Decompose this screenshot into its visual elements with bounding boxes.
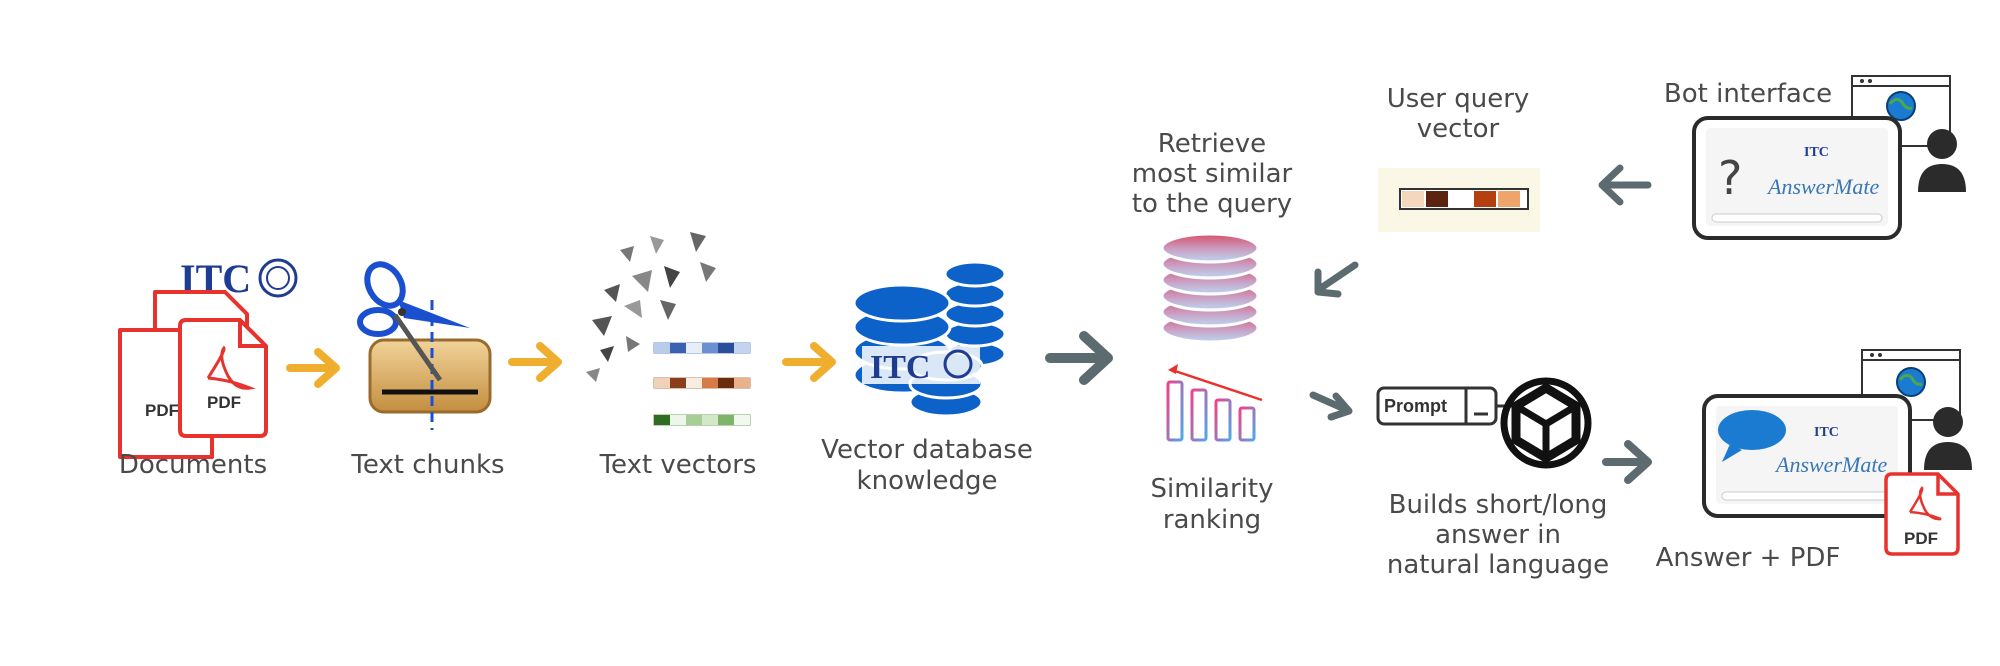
arrow-right-icon (286, 348, 340, 388)
question-mark-icon: ? (1718, 151, 1742, 205)
itc-logo: ITC (1814, 425, 1839, 440)
builds-label-line1: Builds short/long (1389, 490, 1608, 520)
user-icon (1924, 407, 1972, 470)
itc-logo: ITC (1804, 145, 1829, 160)
arrow-right-icon (508, 342, 562, 382)
prompt-box-icon: Prompt (1376, 386, 1516, 426)
arrow-right-icon (782, 342, 836, 382)
openai-logo-icon (1500, 377, 1592, 469)
arrow-right-icon (1602, 440, 1652, 484)
pdf-icon: PDF (178, 318, 268, 438)
arrow-down-left-icon (1314, 261, 1359, 298)
similarity-label-line2: ranking (1163, 505, 1261, 535)
speech-bubble-icon (1718, 410, 1786, 462)
documents-label: Documents (119, 450, 267, 480)
similarity-label-line1: Similarity (1151, 474, 1274, 504)
arrow-left-icon (1598, 164, 1652, 206)
answermate-logo: AnswerMate (1766, 174, 1879, 199)
text-chunks-label: Text chunks (350, 450, 504, 480)
chat-input[interactable] (1721, 491, 1893, 501)
ilo-emblem-icon (258, 258, 298, 298)
ranking-chart-icon (1166, 364, 1263, 442)
retrieve-label-line1: Retrieve (1158, 129, 1266, 159)
ilo-emblem-icon (943, 349, 973, 379)
svg-text:PDF: PDF (207, 393, 241, 412)
tablet-answer-window: ITC AnswerMate (1702, 394, 1912, 518)
vector-bar-icon (653, 414, 751, 426)
svg-text:PDF: PDF (1904, 529, 1938, 548)
user-query-label-line1: User query (1387, 84, 1530, 114)
vector-db-label-line1: Vector database (821, 435, 1033, 465)
text-vectors-label: Text vectors (599, 450, 757, 480)
arrow-right-icon (1309, 391, 1353, 421)
documents-icon: ITC PDF PDF (118, 256, 298, 459)
tablet-chat-window: ? ITC AnswerMate (1692, 116, 1902, 240)
pdf-icon: PDF (1884, 472, 1960, 556)
bot-interface-label: Bot interface (1664, 79, 1832, 109)
vector-db-label-line2: knowledge (857, 466, 998, 496)
builds-label-line3: natural language (1387, 550, 1609, 580)
answermate-logo: AnswerMate (1774, 452, 1887, 477)
retrieval-database-icon (1160, 232, 1260, 344)
vector-bar-icon (653, 377, 751, 389)
vector-bar-icon (653, 342, 751, 354)
retrieve-label-line3: to the query (1132, 189, 1292, 219)
itc-logo: ITC (870, 349, 930, 386)
svg-text:PDF: PDF (145, 401, 179, 420)
user-query-label-line2: vector (1417, 114, 1500, 144)
text-fragments-icon (586, 232, 716, 382)
database-icon: ITC (852, 260, 1007, 418)
answer-pdf-label: Answer + PDF (1656, 543, 1841, 573)
user-icon (1918, 129, 1966, 192)
scissors-icon (357, 261, 492, 430)
svg-text:Prompt: Prompt (1384, 396, 1447, 416)
query-vector-bar-icon (1399, 188, 1529, 210)
builds-label-line2: answer in (1435, 520, 1561, 550)
retrieve-label-line2: most similar (1132, 159, 1293, 189)
chat-input[interactable] (1711, 213, 1883, 223)
arrow-right-icon (1045, 331, 1113, 385)
